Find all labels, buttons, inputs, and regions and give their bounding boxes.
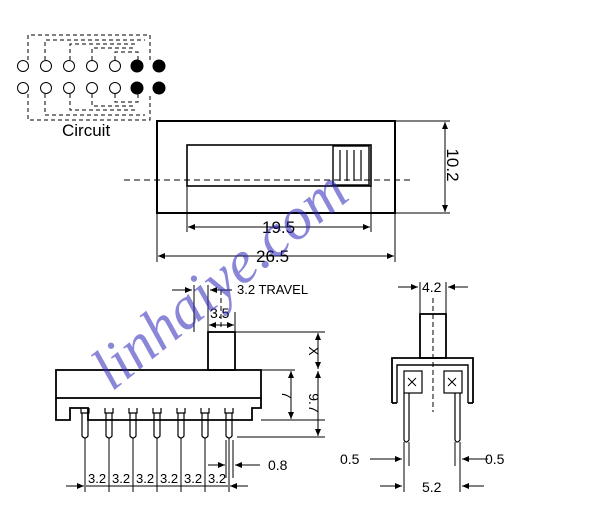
dim-window-length-label: 19.5 — [262, 218, 295, 237]
pitch-label: 3.2 — [160, 471, 178, 486]
pitch-label: 3.2 — [136, 471, 154, 486]
side-actuator-width-label: 4.2 — [422, 279, 442, 295]
terminal-open — [40, 60, 52, 72]
front-pins — [80, 408, 234, 439]
pitch-label: 3.2 — [88, 471, 106, 486]
dim-width-label: 26.5 — [256, 247, 289, 266]
terminal-open — [17, 60, 29, 72]
side-right-offset-label: 0.5 — [485, 451, 505, 467]
total-height-label: 9.7 — [306, 393, 322, 413]
circuit-label: Circuit — [62, 121, 110, 140]
top-view-window — [186, 144, 372, 187]
side-pin-spacing-label: 5.2 — [422, 479, 442, 495]
terminal-open — [109, 82, 121, 94]
top-view — [124, 120, 450, 262]
terminal-open — [109, 60, 121, 72]
actuator-width-label: 3.5 — [210, 305, 230, 321]
circuit-schematic — [17, 34, 166, 121]
terminal-open — [40, 82, 52, 94]
body-height-label: 7 — [279, 391, 295, 399]
top-view-body — [156, 120, 396, 214]
terminal-open — [63, 60, 75, 72]
pin-width-label: 0.8 — [268, 457, 288, 473]
pitch-labels: 3.2 3.2 3.2 3.2 3.2 3.2 — [88, 471, 226, 486]
terminal-closed — [130, 81, 144, 95]
side-actuator — [419, 313, 447, 359]
side-view — [370, 282, 488, 492]
side-pin-right — [454, 393, 461, 443]
side-pin-left — [403, 393, 410, 443]
side-left-offset-label: 0.5 — [340, 451, 360, 467]
pitch-label: 3.2 — [208, 471, 226, 486]
actuator-height-label: X — [306, 346, 322, 356]
front-base — [55, 398, 262, 421]
slider-knob — [332, 145, 370, 186]
terminal-open — [86, 60, 98, 72]
terminal-closed — [152, 81, 166, 95]
front-actuator — [207, 331, 236, 371]
travel-label: 3.2 TRAVEL — [237, 282, 308, 297]
front-view — [55, 285, 325, 492]
terminal-open — [17, 82, 29, 94]
pitch-label: 3.2 — [112, 471, 130, 486]
terminal-open — [86, 82, 98, 94]
terminal-closed — [130, 59, 144, 73]
terminal-closed — [152, 59, 166, 73]
dim-height-label: 10.2 — [443, 148, 462, 181]
terminal-open — [63, 82, 75, 94]
pitch-label: 3.2 — [184, 471, 202, 486]
front-body — [55, 369, 262, 399]
